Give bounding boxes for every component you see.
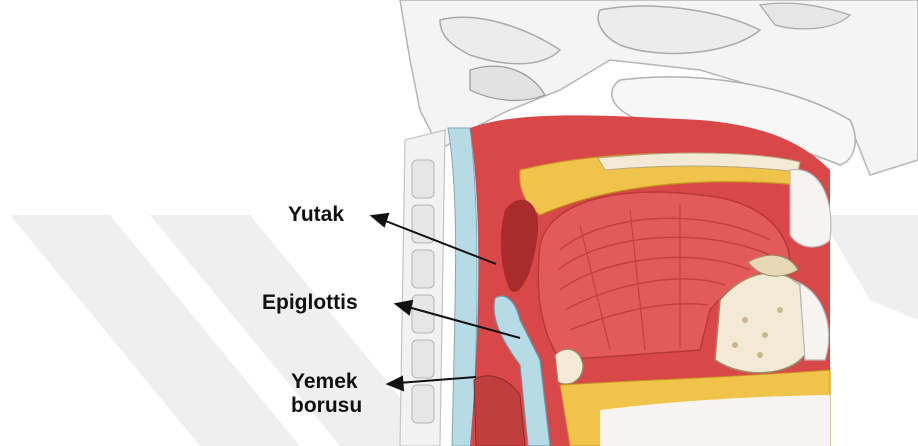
neck-spine bbox=[400, 130, 445, 446]
label-pharynx: Yutak bbox=[288, 203, 344, 227]
label-esophagus-line1: Yemek bbox=[291, 370, 362, 394]
pharynx-lining bbox=[448, 128, 477, 446]
label-esophagus: Yemek borusu bbox=[291, 370, 362, 418]
label-epiglottis: Epiglottis bbox=[262, 291, 358, 315]
label-esophagus-line2: borusu bbox=[291, 394, 362, 418]
